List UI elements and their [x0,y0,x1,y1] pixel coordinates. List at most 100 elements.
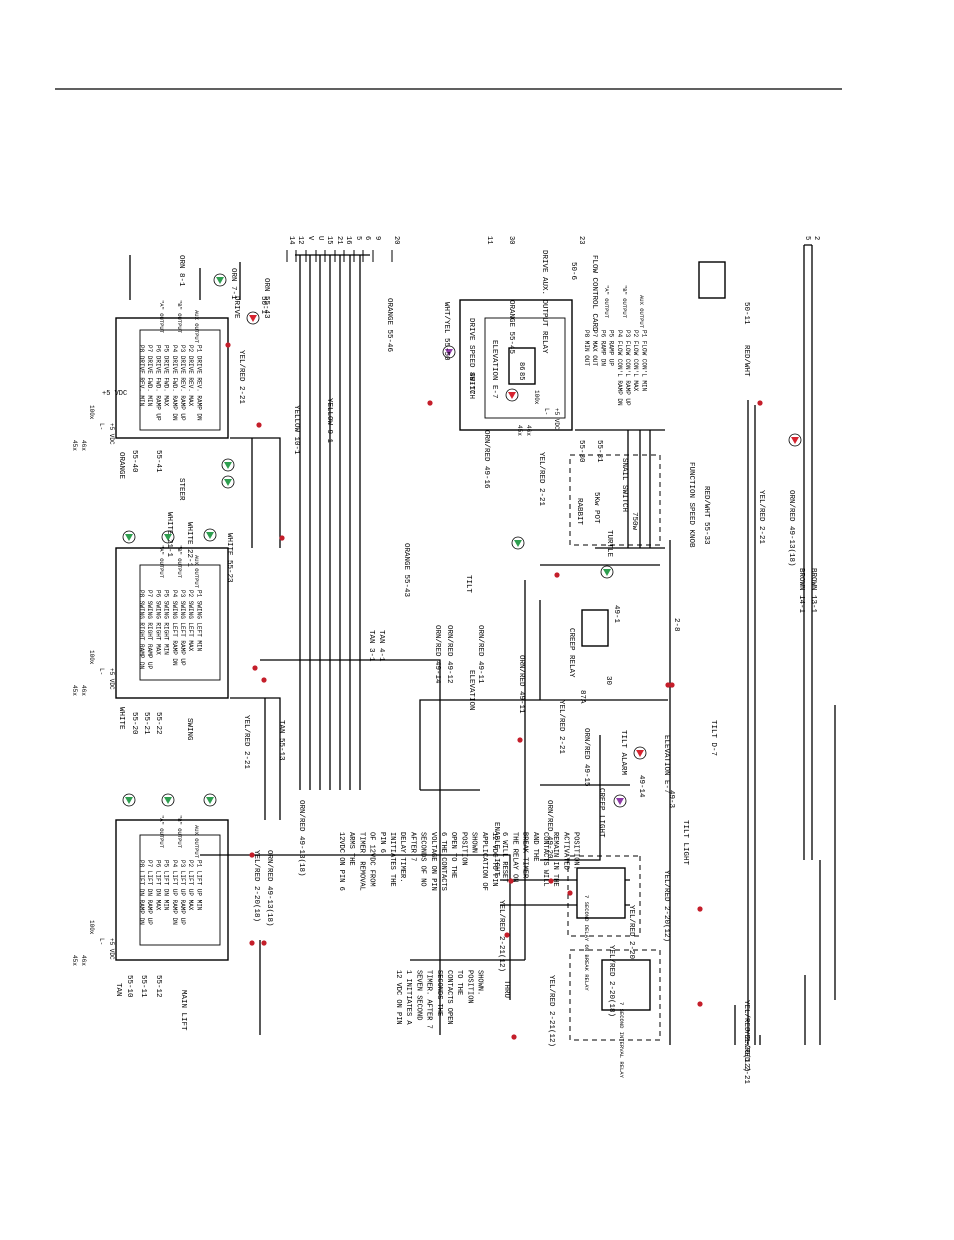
flow-pin-7: P7 MAX OUT [591,330,598,366]
note-delay-line-13: SHOWN. [470,832,478,857]
led-red-wht-triangle [791,437,799,444]
wire-55-12: 55-12 [154,975,162,998]
junction-dot [249,940,255,946]
wire-white-21-1: WHITE 21-1 [165,512,173,558]
top-connector-5: 5 [354,236,362,240]
swing-pin-45: 45x [71,685,78,696]
lift-pin-45: 45x [71,955,78,966]
wire-orn-red-49-15: ORN/RED 49-15 [582,728,590,787]
junction-dot [665,682,671,688]
led-drive-triangle [249,315,257,322]
swing-pin-4: P4 SWING LEFT RAMP DN [171,590,178,666]
note-delay-line-0: 12VDC ON PIN 6 [337,832,345,891]
drive-vdc: +5 VDC [102,390,127,398]
label-rabbit: RABBIT [575,498,583,526]
led-swing-a-triangle [125,534,133,541]
wire-red-wht: RED/WHT [742,345,750,377]
note-delay-line-1: ARMS THE [347,832,355,866]
wire-yel-red-2-20: YEL/RED 2-20 [627,905,635,960]
lift-pin-6: P6 LIFT DN MAX [154,860,161,911]
swing-out-b: "B" OUTPUT [176,545,183,579]
lift-pin-2: P2 LIFT UP MAX [187,860,194,911]
note-delay-line-15: 12 VDC TO PIN [490,832,498,887]
wire-orn-red-49-11-b: ORN/RED 49-11 [517,655,525,714]
note-interval-line-7: POSITION [465,970,473,1004]
flow-pin-100: 100x [533,390,540,405]
swing-minus: L- [98,668,105,675]
wire-orn-red-49-20: ORN/RED 49-20 [545,800,553,859]
wire-55-10: 55-10 [125,975,133,998]
note-interval-line-2: SEVEN SECOND [414,970,422,1020]
delay-relay [576,867,626,919]
wire-tan: TAN [114,983,122,997]
lift-pin-8: P8 LIFT DN RAMP DN [138,860,145,925]
swing-pin-6: P6 SWING RIGHT MAX [154,590,161,655]
label-elevation: ELEVATION [467,670,475,711]
wire-tan-4-1: TAN 4-1 [377,630,385,662]
junction-dot [548,878,554,884]
note-delay-line-10: 6 THE CONTACTS [439,832,447,891]
drive-module: +5 VDC [102,317,229,439]
lift-pin-3: P3 LIFT UP RAMP UP [179,860,186,925]
drive-pin-100: 100x [88,405,95,420]
wire-49-17: 49-17 [467,372,475,395]
junction-dot [511,1034,517,1040]
wire-yel-red-2-20-18: YEL/RED 2-20(18) [252,850,260,922]
lift-pin-7: P7 LIFT DN RAMP UP [146,860,153,925]
drive-pin-4: P4 DRIVE FWD. RAMP DN [171,345,178,421]
wire-white-22-1: WHITE 22-1 [185,522,193,568]
top-connector-U: U [316,236,324,240]
led-steer-b-triangle [224,479,232,486]
flow-pin-6: P6 RAMP DN [599,330,606,366]
lift-pin-4: P4 LIFT UP RAMP DN [171,860,178,925]
label-relay-87a: 87A [578,690,586,704]
label-thru: THRU [502,980,510,998]
wire-55-21: 55-21 [142,712,150,735]
junction-dot [252,665,258,671]
note-interval-line-3: TIMER. AFTER 7 [425,970,433,1029]
swing-pin-46: 46x [80,685,87,696]
note-delay-line-16: 6 WILL RESET [500,832,508,882]
note-delay-line-4: PIN 6 [378,832,386,853]
note-delay-line-21: REMAIN IN THE [551,832,559,887]
label-enable-light: ENABLE LIGHT [492,822,500,877]
right-connector-30-1: 30 [507,236,515,244]
flow-out-b: "B" OUTPUT [621,285,628,319]
note-delay-line-2: TIMER. REMOVAL [357,832,365,891]
led-relay-87-triangle [508,392,516,399]
note-interval-line-8: SHOWN. [476,970,484,995]
wire-orn-red-49-11: ORN/RED 49-11 [476,625,484,684]
wire-yel-red-2-21-mid: YEL/RED 2-21 [557,700,565,755]
note-delay-line-14: APPLICATION OF [480,832,488,891]
wire-yel-red-2-21-b: YEL/RED 2-21 [537,452,545,507]
wire-orange-55-45: ORANGE 55-45 [507,300,515,355]
wire-tan-3-1: TAN 3-1 [367,630,375,662]
note-interval-line-1: 1 INITIATES A [404,970,412,1025]
drive-pin-7: P7 DRIVE FWD. MIN [146,345,153,407]
junction-dot [757,400,763,406]
junction-dot [567,890,573,896]
note-delay-line-22: ACTIVATED [561,832,569,870]
wire-orn-red-49-13-18: ORN/RED 49-13(18) [297,800,305,877]
relay-86-label: 86 [517,362,525,370]
wire-49-3: 49-3 [667,790,675,809]
flow-vdc: +5 VDC [553,408,560,430]
label-elevation-e7-b: ELEVATION E-7 [662,735,670,794]
wire-orn-7-1: ORN 7-1 [229,268,237,300]
note-delay-line-23: POSITION. [572,832,580,870]
label-steer: STEER [177,478,185,501]
right-connector-23-2: 23 [577,236,585,244]
swing-pin-8: P8 SWING RIGHT RAMP DN [138,590,145,670]
top-connector-14: 14 [287,236,295,244]
wire-orn-red-49-12: ORN/RED 49-12 [445,625,453,684]
flow-pin-46: 46x [525,425,532,436]
junction-dot [279,535,285,541]
led-drive-speed-triangle [445,349,453,356]
wire-yel-red-2-20-18-b: YEL/RED 2-20(18) [607,945,615,1017]
wire-red-wht-55-33: RED/WHT 55-33 [702,486,710,545]
label-snail-switch: SNAIL SWITCH [620,458,628,512]
drive-pin-8: P8 DRIVE REV. MIN [138,345,145,407]
